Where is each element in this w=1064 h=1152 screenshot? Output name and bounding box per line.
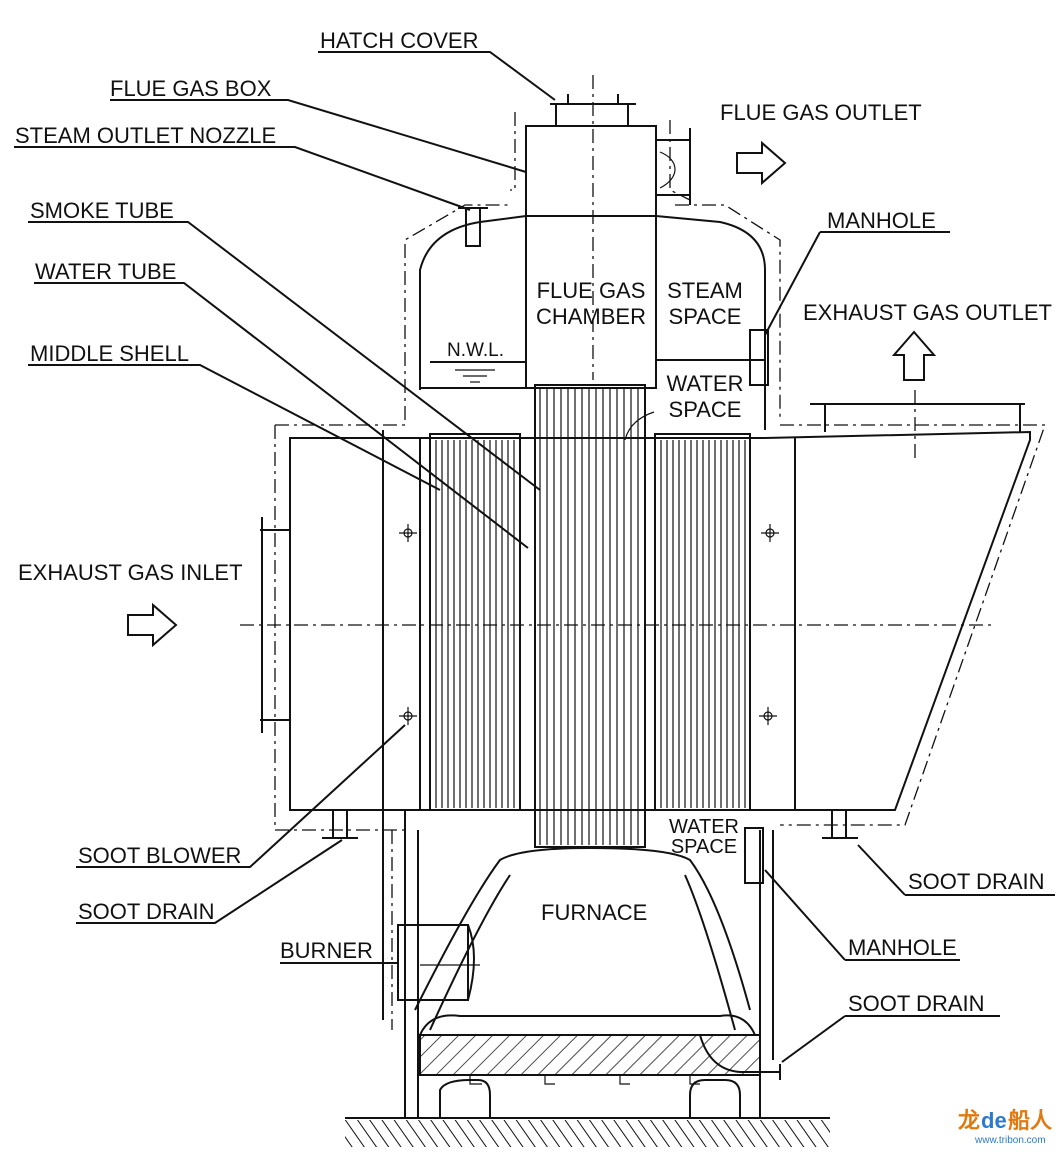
insulation-outline-top: [510, 112, 691, 201]
tube-bundle-frames: [420, 384, 765, 848]
furnace-shell: [391, 810, 774, 1118]
manhole-top-body: [749, 329, 769, 386]
nwl-symbol: [430, 361, 526, 383]
watermark-char-a: 龙: [958, 1108, 980, 1133]
flue-gas-box: [525, 75, 691, 380]
exhaust-gas-inlet-arrow: [127, 602, 178, 648]
crosshair-markers: [399, 524, 779, 725]
label-water-tube: WATER TUBE: [35, 259, 176, 284]
label-burner: BURNER: [280, 938, 373, 963]
label-manhole-bottom: MANHOLE: [848, 935, 957, 960]
label-water-space-upper-line2: SPACE: [669, 397, 742, 422]
label-smoke-tube: SMOKE TUBE: [30, 198, 174, 223]
label-soot-drain-bottom: SOOT DRAIN: [848, 991, 985, 1016]
watermark-url: www.tribon.com: [974, 1135, 1046, 1146]
smoke-tube-bundle: [539, 387, 639, 845]
watermark-char-b: de: [981, 1108, 1007, 1133]
tube-bundle-right: [660, 440, 746, 808]
foundation-ground: [345, 1117, 830, 1147]
label-soot-blower: SOOT BLOWER: [78, 843, 241, 868]
steam-drum: [404, 204, 781, 430]
watermark-char-c: 船人: [1008, 1108, 1052, 1133]
label-soot-drain-left: SOOT DRAIN: [78, 899, 215, 924]
label-flue-gas-chamber-line1: FLUE GAS: [537, 278, 646, 303]
label-nwl: N.W.L.: [447, 340, 504, 361]
label-texts: HATCH COVER FLUE GAS BOX STEAM OUTLET NO…: [15, 28, 1052, 1016]
label-manhole-top: MANHOLE: [827, 208, 936, 233]
manhole-bottom-body: [744, 827, 764, 884]
flue-gas-outlet-arrow: [736, 140, 787, 186]
label-flue-gas-outlet: FLUE GAS OUTLET: [720, 100, 922, 125]
label-flue-gas-box: FLUE GAS BOX: [110, 76, 272, 101]
label-middle-shell: MIDDLE SHELL: [30, 341, 189, 366]
leader-lines: [14, 51, 1055, 1063]
tube-bundle-left: [435, 440, 515, 808]
label-steam-outlet-nozzle: STEAM OUTLET NOZZLE: [15, 123, 276, 148]
label-hatch-cover: HATCH COVER: [320, 28, 479, 53]
label-exhaust-gas-outlet: EXHAUST GAS OUTLET: [803, 300, 1052, 325]
label-soot-drain-right: SOOT DRAIN: [908, 869, 1045, 894]
exhaust-gas-outlet-arrow: [891, 330, 937, 381]
heat-exchanger-casing: [240, 424, 1046, 1020]
label-flue-gas-chamber-line2: CHAMBER: [536, 304, 646, 329]
soot-drain-nozzles: [322, 809, 858, 839]
soot-drain-bottom-pipe: [699, 1034, 781, 1080]
label-water-space-lower-line1: WATER: [669, 816, 739, 838]
label-steam-space-line1: STEAM: [667, 278, 743, 303]
label-exhaust-gas-inlet: EXHAUST GAS INLET: [18, 560, 243, 585]
watermark: 龙 de 船人 www.tribon.com: [958, 1108, 1052, 1146]
label-furnace: FURNACE: [541, 900, 647, 925]
label-steam-space-line2: SPACE: [669, 304, 742, 329]
label-water-space-upper-line1: WATER: [667, 371, 744, 396]
label-water-space-lower-line2: SPACE: [671, 836, 737, 858]
